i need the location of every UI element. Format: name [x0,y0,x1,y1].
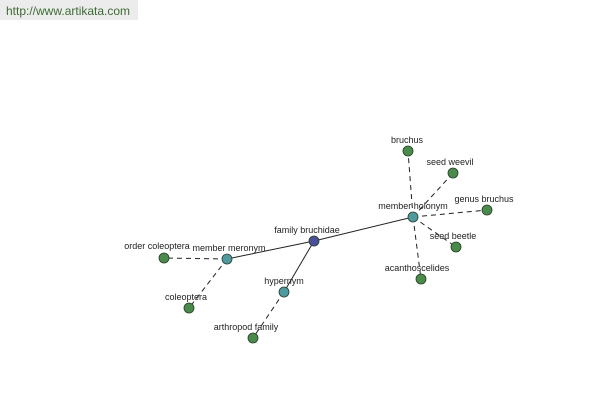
node-seed-beetle[interactable] [450,241,462,253]
node-seed-weevil[interactable] [447,167,459,179]
label-family-bruchidae[interactable]: family bruchidae [274,225,340,235]
label-order-coleoptera[interactable]: order coleoptera [124,241,190,251]
node-acanthoscelides[interactable] [415,273,427,285]
node-genus-bruchus[interactable] [481,204,493,216]
label-seed-weevil[interactable]: seed weevil [426,157,473,167]
node-order-coleoptera[interactable] [158,252,170,264]
edge-center-member-holonym [313,216,414,242]
label-coleoptera[interactable]: coleoptera [165,292,207,302]
edge-holonym-acanthoscelides [412,216,422,280]
edge-meronym-coleoptera [188,258,228,309]
edge-holonym-bruchus [407,150,414,218]
edge-holonym-seed-weevil [412,172,454,218]
node-member-meronym[interactable] [221,253,233,265]
label-member-holonym[interactable]: member holonym [378,201,448,211]
label-seed-beetle[interactable]: seed beetle [430,231,477,241]
node-arthropod-family[interactable] [247,332,259,344]
node-member-holonym[interactable] [407,211,419,223]
node-family-bruchidae[interactable] [308,235,320,247]
label-hypernym[interactable]: hypernym [264,276,304,286]
label-genus-bruchus[interactable]: genus bruchus [454,194,514,204]
label-arthropod-family[interactable]: arthropod family [214,322,279,332]
edge-hypernym-arthropod-family [252,291,285,339]
edge-meronym-order-coleoptera [163,257,228,260]
node-bruchus[interactable] [402,145,414,157]
node-hypernym[interactable] [278,286,290,298]
node-coleoptera[interactable] [183,302,195,314]
edge-center-member-meronym [226,240,315,260]
edge-center-hypernym [283,240,315,293]
label-acanthoscelides[interactable]: acanthoscelides [385,263,450,273]
label-member-meronym[interactable]: member meronym [192,243,265,253]
site-url[interactable]: http://www.artikata.com [0,0,138,20]
label-bruchus[interactable]: bruchus [391,135,424,145]
edge-holonym-genus-bruchus [412,209,488,218]
